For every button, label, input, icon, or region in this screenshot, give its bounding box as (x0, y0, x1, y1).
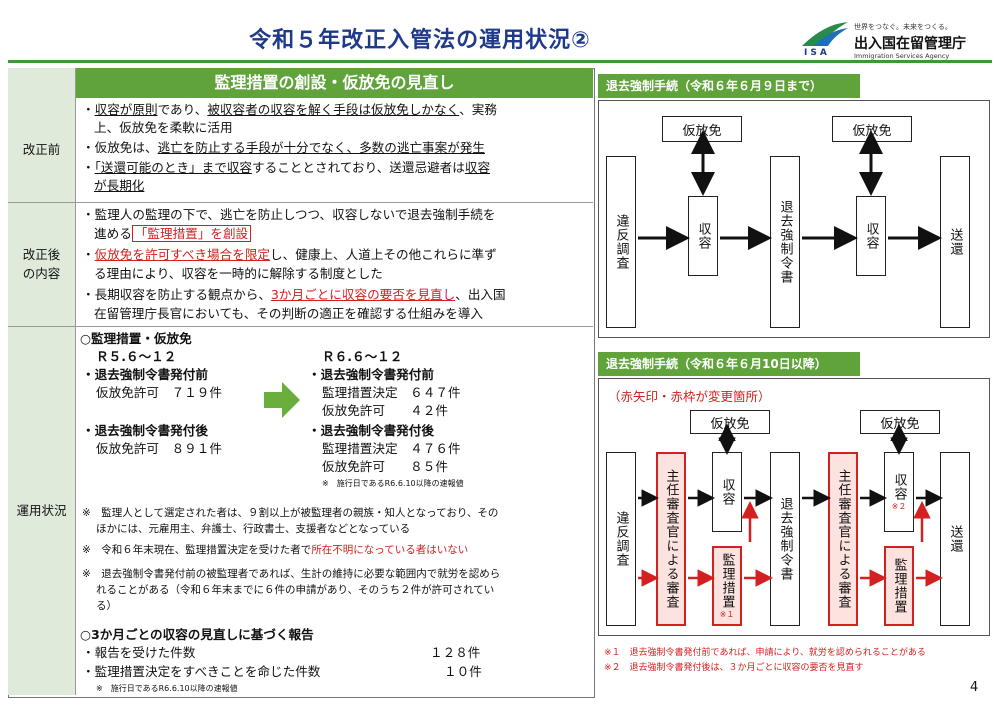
ops-note-1b: ほかには、元雇用主、弁護士、行政書士、支援者などとなっている (96, 523, 411, 535)
page-title: 令和５年改正入管法の運用状況② (249, 28, 591, 53)
before-bullet-3-cont: が長期化 (94, 178, 145, 193)
logo-english: Immigration Services Agency (854, 52, 950, 60)
agency-logo: ISA 世界をつなぐ。未来をつくる。 出入国在留管理庁 Immigration … (800, 20, 990, 62)
ops-right-after-item1: 監理措置決定 ４７６件 (322, 441, 461, 456)
isa-logo-icon (802, 22, 848, 46)
new-diagram-frame (598, 378, 990, 636)
after-bullet-2-cont: る理由により、収容を一時的に解除する制度とした (94, 266, 383, 281)
before-bullet-1: ・収容が原則であり、被収容者の収容を解く手段は仮放免しかなく、実務 (82, 102, 497, 117)
new-soukan: 送還 (940, 452, 970, 626)
logo-abbr: ISA (804, 48, 830, 58)
new-diagram-title: 退去強制手続（令和６年６月10日以降） (598, 352, 860, 376)
ops-section2-title: ○3か月ごとの収容の見直しに基づく報告 (80, 627, 314, 642)
ops-right-after-item2: 仮放免許可 ８５件 (322, 459, 448, 474)
old-shuyo-1: 収容 (688, 196, 718, 276)
old-diagram-arrows (638, 130, 942, 250)
ops-left-before-title: ・退去強制令書発付前 (82, 367, 208, 382)
old-diagram-title: 退去強制手続（令和６年６月９日まで） (598, 74, 860, 98)
table-header-blank (8, 68, 76, 98)
ops-note-3a: ※ 退去強制令書発付前の被監理者であれば、生計の維持に必要な範囲内で就労を認めら (82, 568, 501, 580)
row-label-ops: 運用状況 (8, 327, 76, 695)
old-taikyo-reisho: 退去強制令書 (770, 156, 800, 328)
ops-note-3b: れることがある（令和６年末までに６件の申請があり、そのうち２件が許可されてい (96, 584, 495, 596)
row-label-after: 改正後 の内容 (8, 203, 76, 326)
new-shunin-shinsa-1: 主任審査官による審査 (656, 452, 686, 626)
ops-report2-value: １０件 (444, 664, 482, 679)
new-shuyo-2: 収容 ※２ (884, 452, 914, 532)
ops-right-before-item2: 仮放免許可 ４２件 (322, 403, 448, 418)
after-bullet-1-cont: 進める「監理措置」を創設 (94, 225, 252, 243)
new-taikyo-reisho: 退去強制令書 (770, 452, 800, 626)
kanri-sochi-highlight: 「監理措置」を創設 (131, 225, 252, 242)
ops-report2-label: ・監理措置決定をすべきことを命じた件数 (82, 664, 321, 679)
ops-note-2: ※ 令和６年末現在、監理措置決定を受けた者で所在不明になっている者はいない (82, 544, 469, 556)
new-shunin-shinsa-2: 主任審査官による審査 (828, 452, 858, 626)
before-bullet-3: ・「送還可能のとき」まで収容することとされており、送還忌避者は収容 (82, 160, 491, 175)
after-bullet-1: ・監理人の監理の下で、逃亡を防止しつつ、収容しないで退去強制手続を (82, 207, 496, 222)
title-divider (8, 60, 992, 63)
new-diagram-legend: （赤矢印・赤枠が変更箇所） (608, 389, 771, 404)
logo-tagline: 世界をつなぐ。未来をつくる。 (854, 23, 952, 31)
row-divider (8, 202, 593, 203)
row-divider (8, 326, 593, 327)
old-ihan-chosa: 違反調査 (606, 156, 636, 328)
ops-right-before-item1: 監理措置決定 ６４７件 (322, 385, 461, 400)
ops-right-after-title: ・退去強制令書発付後 (308, 423, 434, 438)
new-shuyo-1: 収容 (712, 452, 742, 532)
before-bullet-2: ・仮放免は、逃亡を防止する手段が十分でなく、多数の逃亡事案が発生 (82, 140, 485, 155)
logo-name: 出入国在留管理庁 (854, 36, 966, 52)
ops-right-note: ※ 施行日であるR6.6.10以降の速報値 (322, 479, 464, 488)
after-bullet-3: ・長期収容を防止する観点から、3か月ごとに収容の要否を見直し、出入国 (82, 287, 506, 302)
ops-section1-title: ○監理措置・仮放免 (80, 331, 192, 346)
row-label-before: 改正前 (8, 98, 76, 202)
ops-report1-value: １２８件 (430, 645, 481, 660)
page-number: 4 (970, 680, 979, 695)
new-diagram-note-1: ※１ 退去強制令書発付前であれば、申請により、就労を認められることがある (604, 648, 926, 658)
ops-right-period: Ｒ６.６～１２ (322, 349, 403, 364)
new-ihan-chosa: 違反調査 (606, 452, 636, 626)
ops-left-after-item: 仮放免許可 ８９１件 (96, 441, 222, 456)
new-diagram-arrows (638, 423, 943, 587)
ops-left-after-title: ・退去強制令書発付後 (82, 423, 208, 438)
ops-left-before-item: 仮放免許可 ７１９件 (96, 385, 222, 400)
ops-section2-note: ※ 施行日であるR6.6.10以降の速報値 (96, 684, 238, 693)
ops-note-1a: ※ 監理人として選定された者は、９割以上が被監理者の親族・知人となっており、その (82, 507, 499, 519)
ops-report1-label: ・報告を受けた件数 (82, 645, 196, 660)
after-bullet-3-cont: 在留管理庁長官においても、その判断の適正を確認する仕組みを導入 (94, 306, 484, 321)
old-shuyo-2: 収容 (856, 196, 886, 276)
ops-note-3c: る） (96, 600, 117, 612)
right-arrow-icon (264, 382, 300, 418)
ops-left-period: Ｒ５.６～１２ (96, 349, 177, 364)
old-soukan: 送還 (940, 156, 970, 328)
before-bullet-1-cont: 上、仮放免を柔軟に活用 (94, 120, 233, 135)
ops-right-before-title: ・退去強制令書発付前 (308, 367, 434, 382)
table-header: 監理措置の創設・仮放免の見直し (76, 68, 593, 98)
old-diagram-frame (598, 100, 990, 338)
new-diagram-note-2: ※２ 退去強制令書発付後は、３か月ごとに収容の要否を見直す (604, 663, 864, 673)
after-bullet-2: ・仮放免を許可すべき場合を限定し、健康上、人道上その他これらに準ず (82, 247, 497, 262)
